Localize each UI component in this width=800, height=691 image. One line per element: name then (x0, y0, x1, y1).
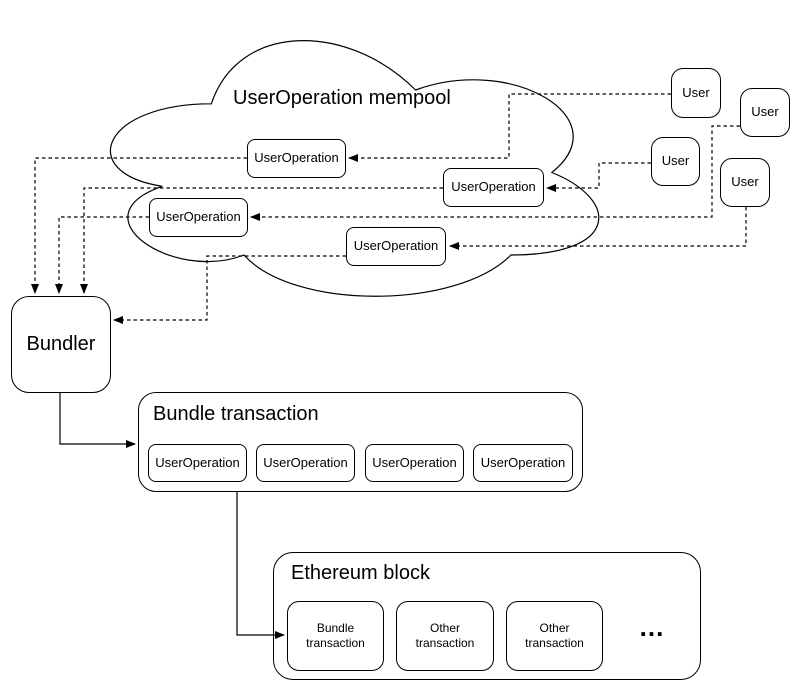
more-transactions-ellipsis: ... (639, 612, 665, 642)
eth-other-transaction-2: Other transaction (506, 601, 603, 671)
bundle-transaction-title: Bundle transaction (153, 403, 319, 425)
ethereum-block-title: Ethereum block (291, 562, 430, 584)
user-node-3: User (651, 137, 700, 186)
edge-user3-to-userop2 (546, 162, 651, 192)
mempool-userop-2: UserOperation (443, 168, 544, 207)
bundle-userop-3: UserOperation (365, 444, 464, 482)
bundle-userop-1: UserOperation (148, 444, 247, 482)
eth-bundle-transaction: Bundle transaction (287, 601, 384, 671)
edge-bundler-to-bundle-transaction (59, 393, 136, 448)
eth-other-transaction-1: Other transaction (396, 601, 494, 671)
user-node-4: User (720, 158, 770, 207)
edge-userop4-to-bundler (113, 255, 346, 324)
edge-userop3-to-bundler (55, 216, 149, 294)
user-node-2: User (740, 88, 790, 137)
mempool-userop-4: UserOperation (346, 227, 446, 266)
bundle-userop-4: UserOperation (473, 444, 573, 482)
edge-user4-to-userop4 (449, 207, 747, 250)
user-node-1: User (671, 68, 721, 118)
mempool-userop-3: UserOperation (149, 198, 248, 237)
mempool-title: UserOperation mempool (233, 87, 451, 109)
bundle-userop-2: UserOperation (256, 444, 355, 482)
bundler-node: Bundler (11, 296, 111, 393)
mempool-userop-1: UserOperation (247, 139, 346, 178)
